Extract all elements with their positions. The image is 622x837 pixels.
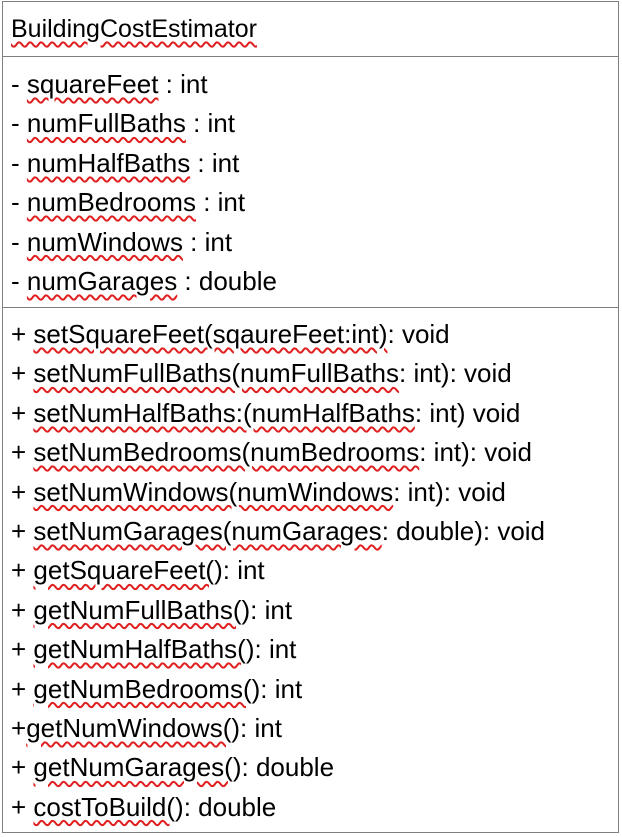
method-signature: : int) void	[414, 397, 521, 428]
method-signature: ): int	[231, 712, 282, 743]
method-row: + getSquareFeet(): int	[11, 551, 618, 590]
method-row: + setNumWindows(numWindows: int): void	[11, 473, 618, 512]
visibility-marker: +	[11, 319, 34, 349]
method-row: + getNumBedrooms(): int	[11, 670, 618, 709]
visibility-marker: -	[11, 265, 27, 296]
attribute-name: numWindows	[26, 226, 183, 257]
visibility-marker: -	[11, 147, 27, 178]
method-name: getNumFullBaths(	[33, 594, 242, 625]
method-signature: : double): void	[381, 515, 546, 546]
methods-compartment: + setSquareFeet(sqaureFeet:int): void + …	[3, 308, 618, 827]
attribute-type: : double	[177, 265, 277, 296]
class-name: BuildingCostEstimator	[11, 15, 257, 43]
method-row: + costToBuild(): double	[11, 788, 618, 827]
method-signature: ): int	[214, 555, 265, 586]
attribute-name: numFullBaths	[26, 108, 186, 139]
attribute-name: numBedrooms	[26, 187, 196, 218]
method-name: setNumHalfBaths:(numHalfBaths	[33, 397, 415, 428]
attribute-name: numGarages	[26, 265, 178, 296]
visibility-marker: +	[11, 594, 34, 625]
method-name: setNumGarages(numGarages	[33, 515, 382, 546]
attribute-type: : int	[185, 108, 235, 139]
method-name: setNumFullBaths(numFullBaths	[33, 358, 399, 389]
method-row: + setNumGarages(numGarages: double): voi…	[11, 512, 618, 551]
method-signature: : void	[387, 319, 450, 349]
method-row: +getNumWindows(): int	[11, 709, 618, 748]
visibility-marker: +	[11, 634, 34, 665]
visibility-marker: +	[11, 515, 34, 546]
method-name: getNumWindows(	[26, 712, 232, 743]
attribute-row: - numFullBaths : int	[11, 104, 618, 143]
method-signature: ): double	[232, 752, 335, 783]
attribute-type: : int	[190, 147, 240, 178]
method-name: setNumWindows(numWindows	[33, 476, 394, 507]
visibility-marker: +	[11, 555, 34, 586]
method-signature: ): int	[251, 673, 303, 704]
method-name: setSquareFeet(sqaureFeet:int)	[33, 319, 388, 349]
attribute-name: numHalfBaths	[26, 147, 191, 178]
method-name: setNumBedrooms(numBedrooms	[33, 437, 420, 468]
visibility-marker: -	[11, 69, 27, 99]
attribute-row: - numBedrooms : int	[11, 183, 618, 222]
method-signature: : int): void	[393, 476, 506, 507]
attribute-row: - squareFeet : int	[11, 65, 618, 104]
attributes-compartment: - squareFeet : int - numFullBaths : int …	[3, 57, 618, 308]
method-name: getSquareFeet(	[33, 555, 215, 586]
visibility-marker: +	[11, 791, 34, 822]
attribute-type: : int	[182, 226, 233, 257]
method-name: getNumBedrooms(	[33, 673, 252, 704]
method-name: getNumHalfBaths(	[33, 634, 246, 665]
method-name: costToBuild(	[33, 791, 176, 822]
visibility-marker: +	[11, 712, 27, 743]
method-row: + setNumFullBaths(numFullBaths: int): vo…	[11, 354, 618, 393]
attribute-row: - numWindows : int	[11, 223, 618, 262]
visibility-marker: +	[11, 437, 34, 468]
attribute-row: - numHalfBaths : int	[11, 144, 618, 183]
visibility-marker: +	[11, 397, 34, 428]
method-row: + setNumBedrooms(numBedrooms: int): void	[11, 433, 618, 472]
method-row: + getNumFullBaths(): int	[11, 591, 618, 630]
class-name-compartment: BuildingCostEstimator	[3, 2, 618, 57]
visibility-marker: +	[11, 358, 34, 389]
method-row: + getNumHalfBaths(): int	[11, 630, 618, 669]
attribute-type: : int	[158, 69, 208, 99]
method-signature: ): int	[245, 634, 297, 665]
method-signature: : int): void	[419, 437, 532, 468]
attribute-name: squareFeet	[26, 69, 159, 99]
attribute-type: : int	[195, 187, 246, 218]
method-row: + getNumGarages(): double	[11, 748, 618, 787]
visibility-marker: +	[11, 673, 34, 704]
visibility-marker: +	[11, 752, 34, 783]
visibility-marker: -	[11, 108, 27, 139]
method-row: + setNumHalfBaths:(numHalfBaths: int) vo…	[11, 394, 618, 433]
method-row: + setSquareFeet(sqaureFeet:int): void	[11, 315, 618, 354]
method-name: getNumGarages(	[33, 752, 233, 783]
visibility-marker: +	[11, 476, 34, 507]
attribute-row: - numGarages : double	[11, 262, 618, 301]
method-signature: ): double	[175, 791, 277, 822]
method-signature: : int): void	[399, 358, 512, 389]
visibility-marker: -	[11, 187, 27, 218]
visibility-marker: -	[11, 226, 27, 257]
method-signature: ): int	[241, 594, 293, 625]
